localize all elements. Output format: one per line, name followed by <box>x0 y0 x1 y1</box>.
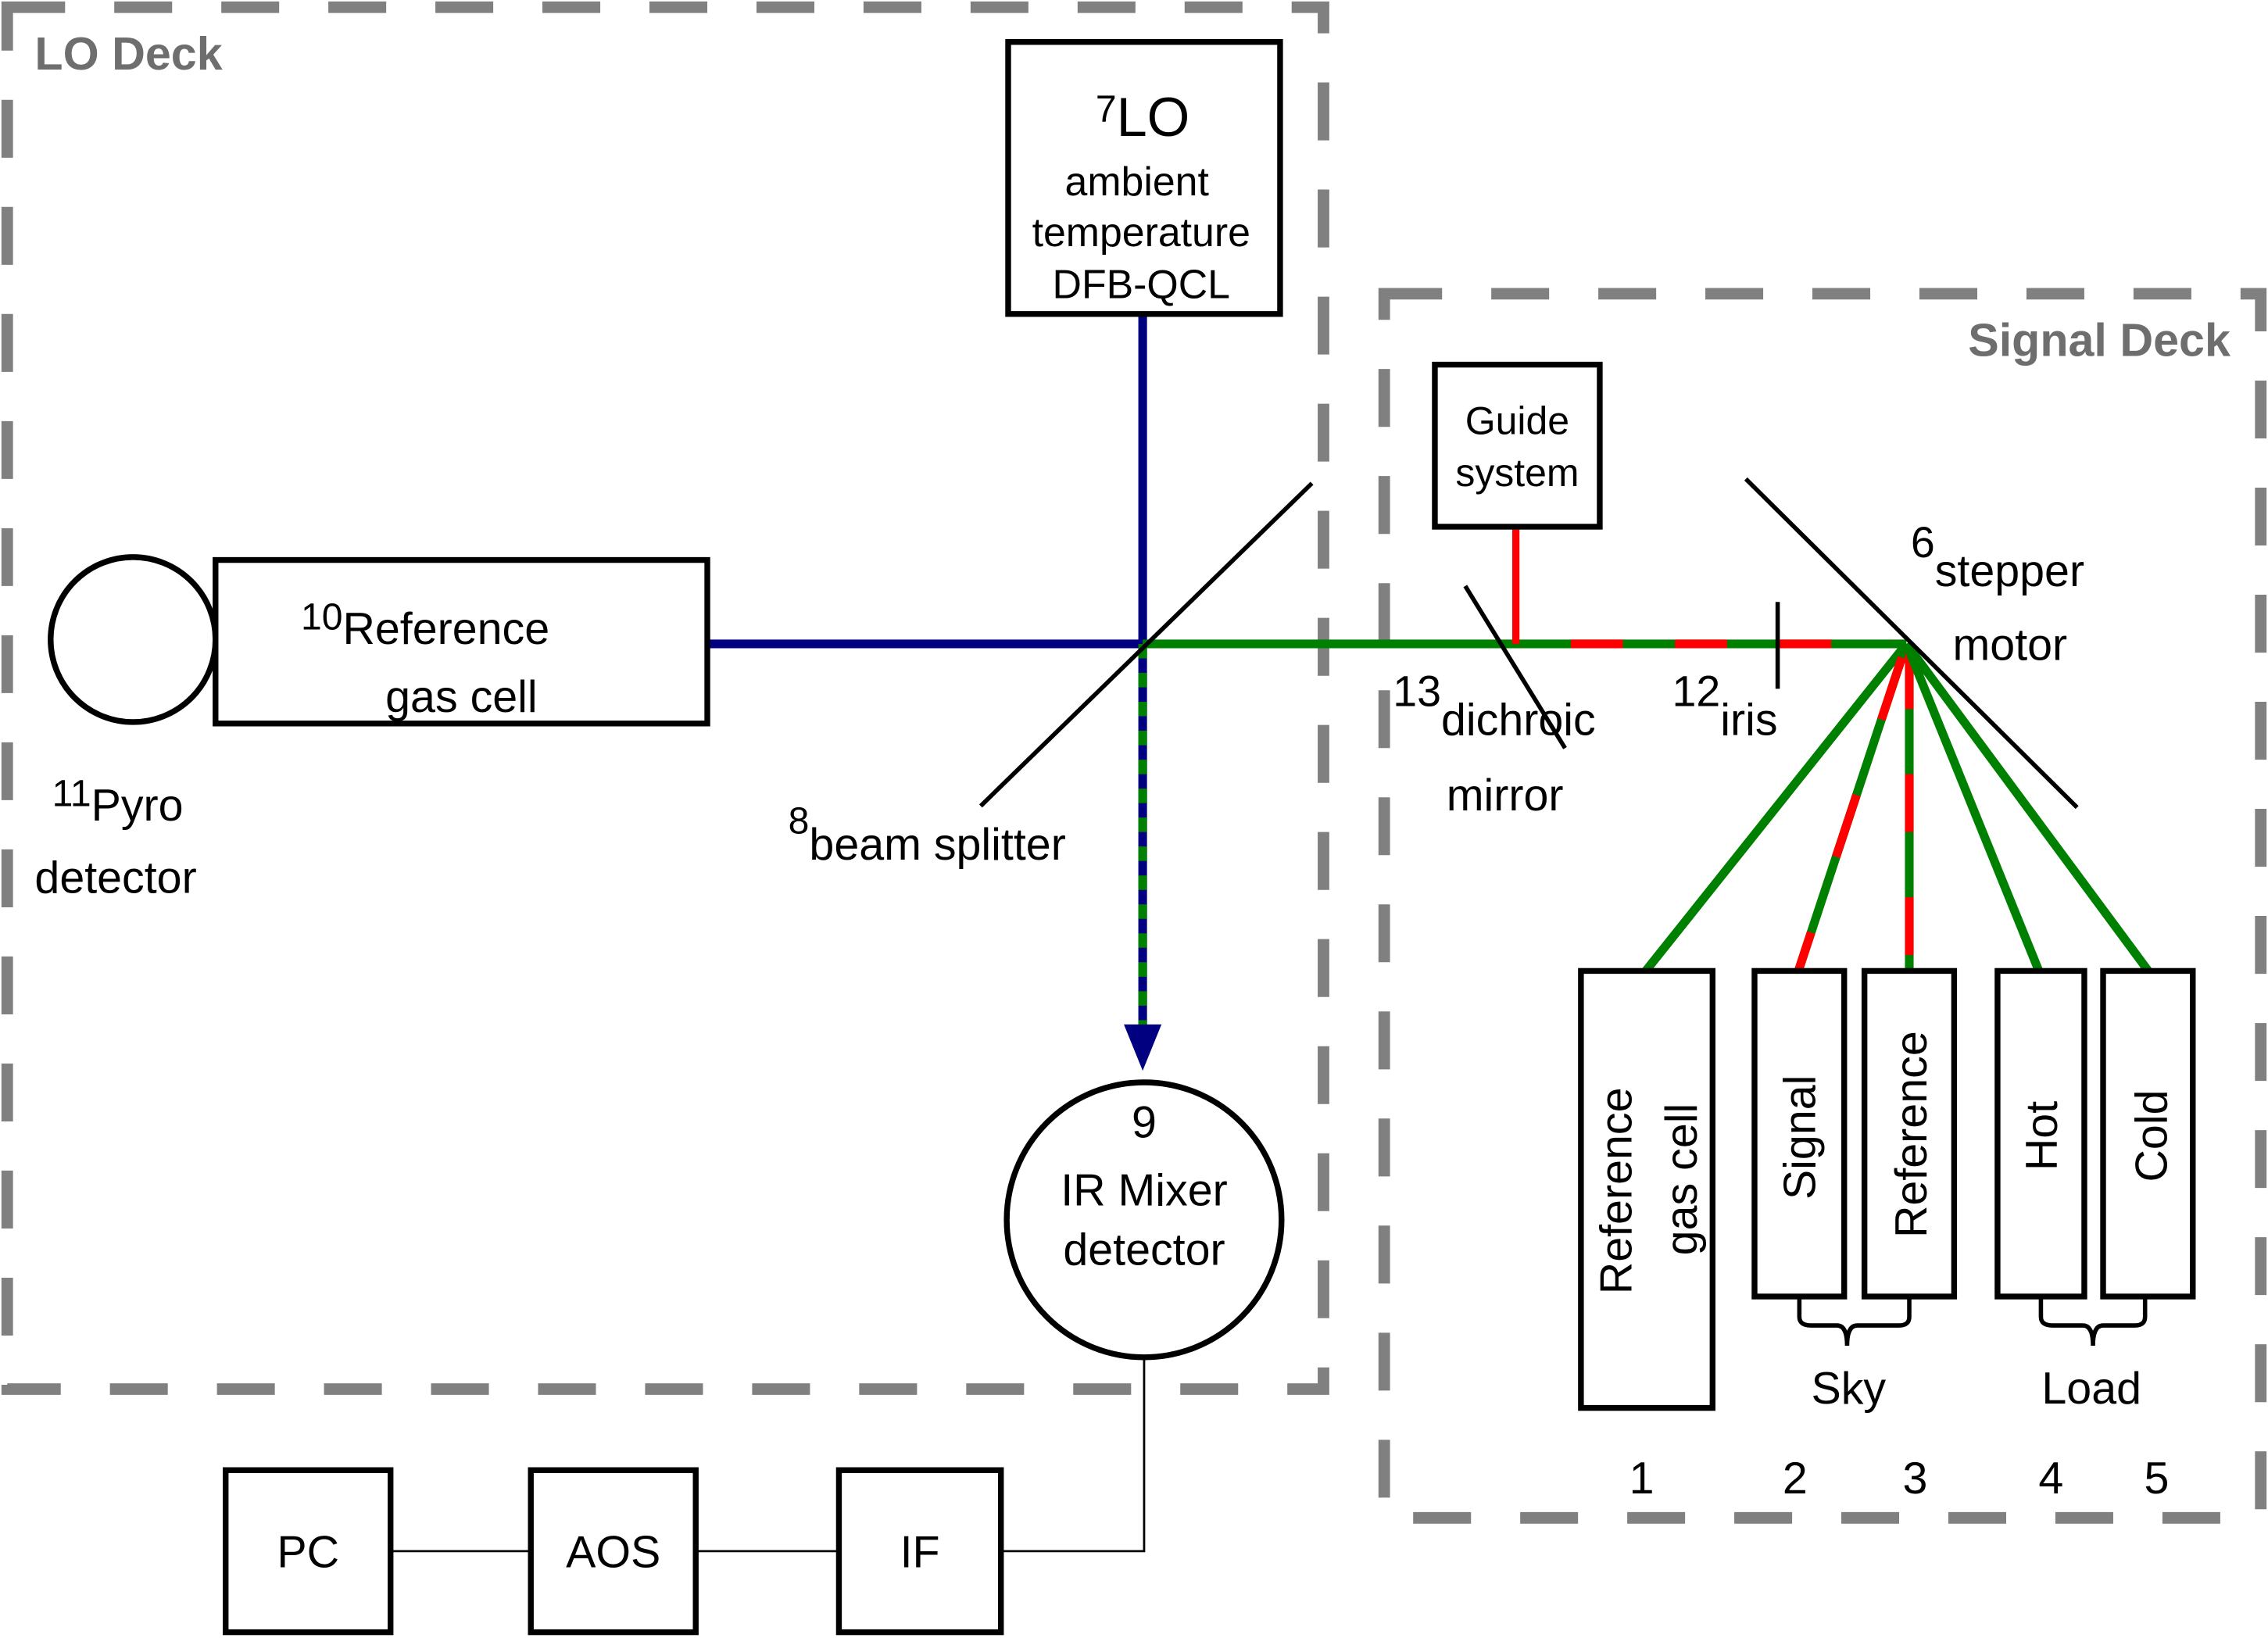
mixer-beam-arrowhead <box>1124 1024 1162 1071</box>
lo-desc-2: temperature <box>1032 209 1250 255</box>
beam-to-target-1 <box>1640 641 1910 975</box>
pyro-detector <box>48 554 219 725</box>
sky-brace <box>1797 1296 1912 1347</box>
signal-deck-border <box>1378 288 2267 1524</box>
target-4-box <box>1994 967 2087 1300</box>
target-5-label: Cold <box>2127 1089 2177 1182</box>
iris-label: 12iris <box>1672 667 1777 746</box>
sky-label: Sky <box>1811 1364 1886 1414</box>
lo-label: 7LO <box>1096 86 1190 148</box>
target-1-label-1: Reference <box>1592 1087 1642 1294</box>
reference-gas-cell-box <box>213 556 710 727</box>
target-1-label-2: gas cell <box>1657 1103 1707 1256</box>
lo-desc-1: ambient <box>1065 159 1210 204</box>
lo-desc-3: DFB-QCL <box>1053 261 1230 306</box>
aos-box <box>528 1467 699 1636</box>
target-3-label: Reference <box>1887 1031 1937 1238</box>
ir-mixer-label-1: IR Mixer <box>1061 1165 1228 1215</box>
stepper-label: 6stepper <box>1911 518 2084 596</box>
target-1-box <box>1578 967 1716 1411</box>
pyro-label: 11Pyro <box>52 772 184 831</box>
pc-label: PC <box>277 1527 339 1577</box>
beam-to-target-5 <box>1902 641 2153 975</box>
if-label: IF <box>900 1527 940 1577</box>
beam-splitter-label: 8beam splitter <box>789 800 1066 870</box>
dichroic-label: 13dichroic <box>1393 667 1595 746</box>
guide-system-box <box>1432 361 1603 530</box>
lo-deck-title: LO Deck <box>34 27 222 80</box>
dichroic-label-2: mirror <box>1447 771 1564 821</box>
guide-label-1: Guide <box>1465 399 1569 442</box>
target-3-num: 3 <box>1902 1454 1927 1504</box>
target-5-box <box>2100 967 2196 1300</box>
ir-mixer-num: 9 <box>1132 1097 1157 1147</box>
beam-to-target-2-red <box>1794 642 1911 975</box>
pc-box <box>223 1467 394 1636</box>
signal-deck-title: Signal Deck <box>1968 313 2230 366</box>
beam-to-target-4 <box>1902 642 2044 975</box>
pyro-label-2: detector <box>34 853 196 903</box>
target-1-num: 1 <box>1629 1454 1654 1504</box>
ref-gas-cell-label: 10Reference <box>301 595 549 654</box>
guide-label-2: system <box>1455 451 1579 495</box>
if-box <box>835 1467 1004 1636</box>
lo-deck-border <box>1 1 1329 1395</box>
beam-splitter-mirror <box>978 481 1314 808</box>
lo-box <box>1005 38 1283 317</box>
ref-gas-cell-label-2: gas cell <box>385 672 538 722</box>
if-signal-wire <box>1000 1357 1146 1553</box>
target-5-num: 5 <box>2145 1454 2170 1504</box>
stepper-label-2: motor <box>1953 620 2068 670</box>
ir-mixer-label-2: detector <box>1063 1225 1225 1275</box>
target-3-box <box>1861 967 1958 1300</box>
load-brace <box>2038 1296 2148 1347</box>
load-label: Load <box>2041 1364 2141 1414</box>
target-2-num: 2 <box>1783 1454 1808 1504</box>
target-4-num: 4 <box>2038 1454 2063 1504</box>
target-4-label: Hot <box>2017 1101 2067 1171</box>
target-2-label: Signal <box>1776 1075 1826 1200</box>
aos-label: AOS <box>566 1527 660 1577</box>
dichroic-mirror <box>1463 585 1567 749</box>
stepper-mirror <box>1744 477 2079 810</box>
